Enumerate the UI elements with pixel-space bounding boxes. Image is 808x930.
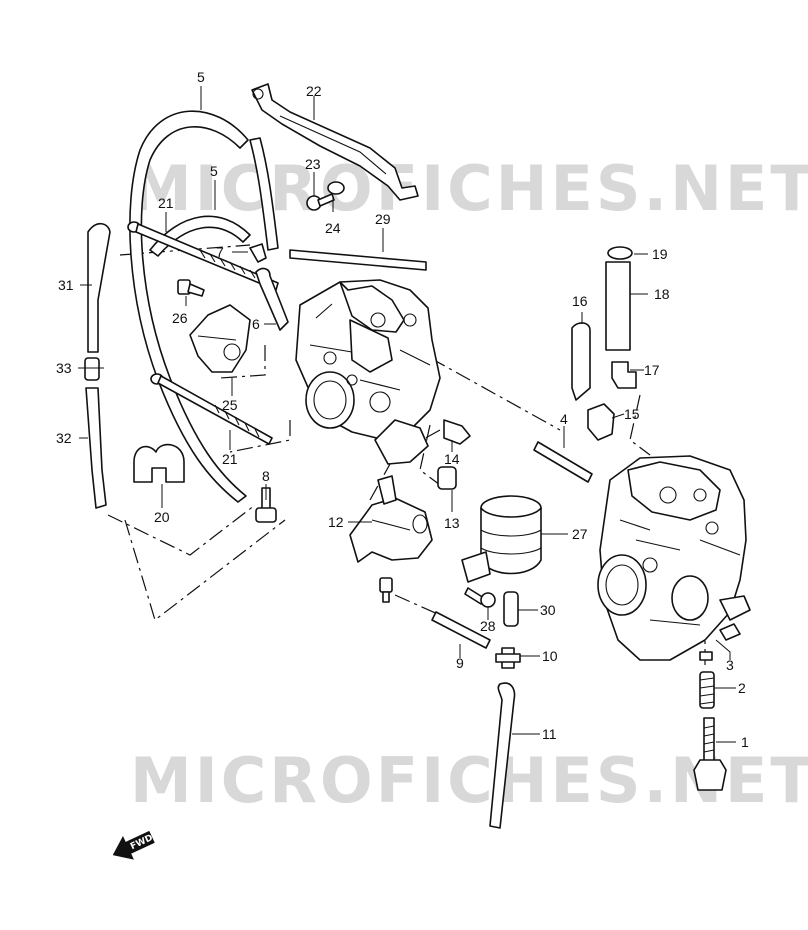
- callout-19: 19: [652, 246, 668, 262]
- filter-27: [461, 495, 542, 583]
- clamp-20: [133, 443, 185, 483]
- carburetor-right: [597, 455, 751, 661]
- hose-11: [489, 682, 516, 829]
- callout-8: 8: [262, 468, 270, 484]
- callout-33: 33: [56, 360, 72, 376]
- screw-1: [693, 717, 727, 791]
- leader-lines: [78, 86, 736, 743]
- callout-24: 24: [325, 220, 341, 236]
- watermark-top: MICROFICHES.NET: [130, 152, 808, 225]
- callout-29: 29: [375, 211, 391, 227]
- hose-4: [533, 441, 593, 483]
- plug-30: [503, 591, 519, 627]
- callout-31: 31: [58, 277, 74, 293]
- bracket-22: [251, 83, 419, 201]
- callout-23: 23: [305, 156, 321, 172]
- callout-17: 17: [644, 362, 660, 378]
- callout-6: 6: [252, 316, 260, 332]
- callout-25: 25: [222, 397, 238, 413]
- callout-15: 15: [624, 406, 640, 422]
- callout-32: 32: [56, 430, 72, 446]
- screw-28: [464, 587, 496, 608]
- hose-16: [571, 322, 591, 401]
- callout-5-top: 5: [197, 69, 205, 85]
- carburetor-left: [295, 279, 441, 465]
- joint-7: [249, 243, 267, 263]
- spring-2: [699, 671, 715, 709]
- clamp-19: [607, 246, 633, 260]
- bolt-small: [379, 577, 393, 603]
- hose-5-long: [129, 110, 249, 503]
- joint-10: [495, 647, 521, 669]
- callout-4: 4: [560, 411, 568, 427]
- callout-2: 2: [738, 680, 746, 696]
- callout-labels: 1 2 3 4 5 5 6 7 8 9 10 11 12 13 14 15 16…: [56, 69, 749, 750]
- callout-21-lower: 21: [222, 451, 238, 467]
- callout-12: 12: [328, 514, 344, 530]
- hose-32: [85, 387, 107, 509]
- callout-13: 13: [444, 515, 460, 531]
- callout-5-short: 5: [210, 163, 218, 179]
- callout-30: 30: [540, 602, 556, 618]
- callout-18: 18: [654, 286, 670, 302]
- joint-33: [80, 357, 104, 381]
- fwd-arrow-icon: FWD: [112, 830, 155, 860]
- elbow-17: [611, 361, 637, 389]
- callout-1: 1: [741, 734, 749, 750]
- callout-26: 26: [172, 310, 188, 326]
- plug-13: [437, 466, 457, 490]
- callout-3: 3: [726, 657, 734, 673]
- washer-24: [327, 181, 345, 195]
- hose-18: [605, 261, 631, 351]
- callout-21-upper: 21: [158, 195, 174, 211]
- callout-11: 11: [542, 726, 557, 742]
- callout-27: 27: [572, 526, 588, 542]
- callout-22: 22: [306, 83, 322, 99]
- callout-10: 10: [542, 648, 558, 664]
- elbow-15: [587, 403, 615, 441]
- hose-6: [255, 267, 289, 331]
- callout-16: 16: [572, 293, 588, 309]
- hose-29: [289, 249, 427, 271]
- hose-5-short: [149, 215, 251, 257]
- callout-9: 9: [456, 655, 464, 671]
- screw-26: [177, 279, 205, 297]
- washer-3: [699, 651, 713, 661]
- cap-14: [443, 419, 471, 445]
- hose-31: [87, 222, 111, 353]
- hose-5-upper: [249, 137, 279, 251]
- callout-20: 20: [154, 509, 170, 525]
- watermark-bottom: MICROFICHES.NET: [130, 744, 808, 817]
- callout-14: 14: [444, 451, 460, 467]
- valve-12: [349, 475, 433, 563]
- callout-7: 7: [216, 244, 224, 260]
- callout-28: 28: [480, 618, 496, 634]
- hose-9: [431, 611, 491, 649]
- screw-21-lower: [150, 373, 273, 445]
